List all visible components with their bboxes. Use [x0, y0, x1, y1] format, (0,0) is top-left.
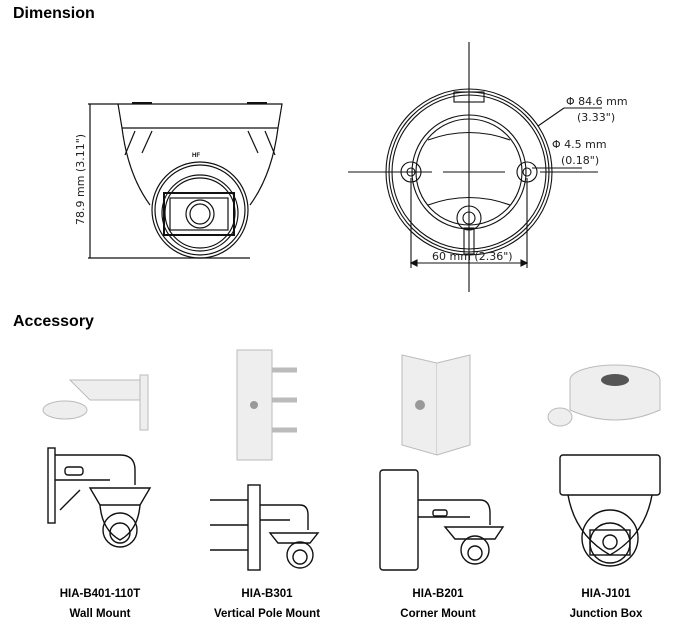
- accessory-caption: HIA-B301 Vertical Pole Mount: [182, 584, 352, 624]
- accessory-caption: HIA-B401-110T Wall Mount: [15, 584, 185, 624]
- accessory-name: Corner Mount: [400, 608, 476, 620]
- accessory-model: HIA-B201: [412, 588, 464, 600]
- corner-mount-illustration: [379, 354, 505, 571]
- accessory-caption: HIA-B201 Corner Mount: [353, 584, 523, 624]
- accessory-heading: Accessory: [13, 313, 94, 330]
- hole-diameter-mm: Φ 4.5 mm: [552, 138, 607, 151]
- accessory-name: Wall Mount: [69, 608, 131, 620]
- outer-diameter-mm: Φ 84.6 mm: [566, 95, 628, 108]
- accessory-model: HIA-B301: [241, 588, 293, 600]
- accessory-model: HIA-J101: [581, 588, 631, 600]
- camera-top-view-drawing: Φ 84.6 mm (3.33") Φ 4.5 mm (0.18") 60 mm…: [348, 42, 628, 292]
- junction-box-illustration: [547, 364, 661, 567]
- accessory-name: Junction Box: [569, 608, 643, 620]
- dimension-heading: Dimension: [13, 5, 95, 22]
- camera-logo: HF: [192, 153, 200, 159]
- hole-diameter-in: (0.18"): [561, 154, 599, 167]
- accessory-model: HIA-B401-110T: [59, 588, 141, 600]
- vertical-pole-mount-illustration: [210, 349, 320, 571]
- height-dimension-label: 78.9 mm (3.11"): [74, 134, 87, 225]
- accessory-name: Vertical Pole Mount: [213, 608, 321, 620]
- outer-diameter-in: (3.33"): [577, 111, 615, 124]
- hole-spacing-label: 60 mm (2.36"): [432, 250, 513, 263]
- accessory-caption: HIA-J101 Junction Box: [521, 584, 677, 624]
- camera-side-view-drawing: HF 78.9 mm (3.11"): [74, 102, 283, 259]
- wall-mount-illustration: [42, 374, 152, 548]
